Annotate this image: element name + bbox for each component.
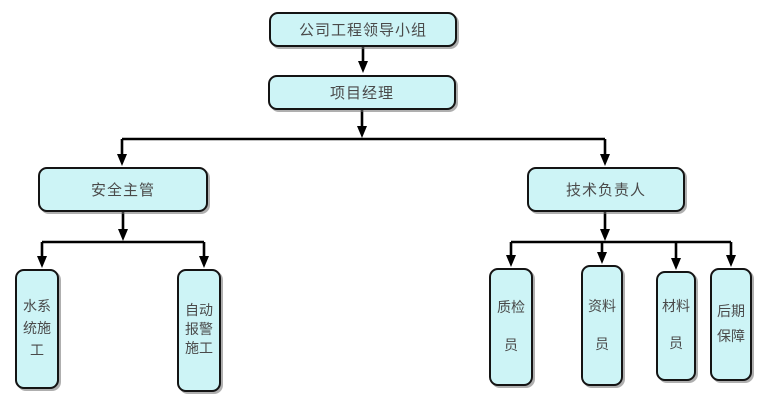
node-document-clerk: 资料员 — [581, 265, 623, 386]
node-project-manager-label: 项目经理 — [329, 84, 394, 102]
node-project-manager: 项目经理 — [268, 75, 456, 110]
node-later-stage-support-label: 后期保障 — [717, 303, 745, 345]
node-document-clerk-label: 资料员 — [588, 298, 616, 353]
node-company-leading-group-label: 公司工程领导小组 — [298, 21, 427, 39]
node-water-system-construction: 水系统施工 — [15, 269, 59, 389]
node-material-clerk-label: 材料员 — [662, 299, 690, 352]
node-safety-supervisor-label: 安全主管 — [90, 181, 155, 199]
node-water-system-construction-label: 水系统施工 — [23, 299, 51, 359]
node-auto-alarm-construction: 自动报警施工 — [177, 269, 221, 392]
node-technical-lead: 技术负责人 — [527, 167, 685, 212]
node-later-stage-support: 后期保障 — [710, 268, 752, 381]
node-technical-lead-label: 技术负责人 — [565, 181, 646, 199]
node-quality-inspector-label: 质检员 — [497, 300, 525, 354]
node-quality-inspector: 质检员 — [489, 268, 533, 386]
node-company-leading-group: 公司工程领导小组 — [269, 12, 457, 47]
node-auto-alarm-construction-label: 自动报警施工 — [185, 303, 213, 357]
node-safety-supervisor: 安全主管 — [38, 167, 208, 212]
node-material-clerk: 材料员 — [656, 271, 696, 381]
